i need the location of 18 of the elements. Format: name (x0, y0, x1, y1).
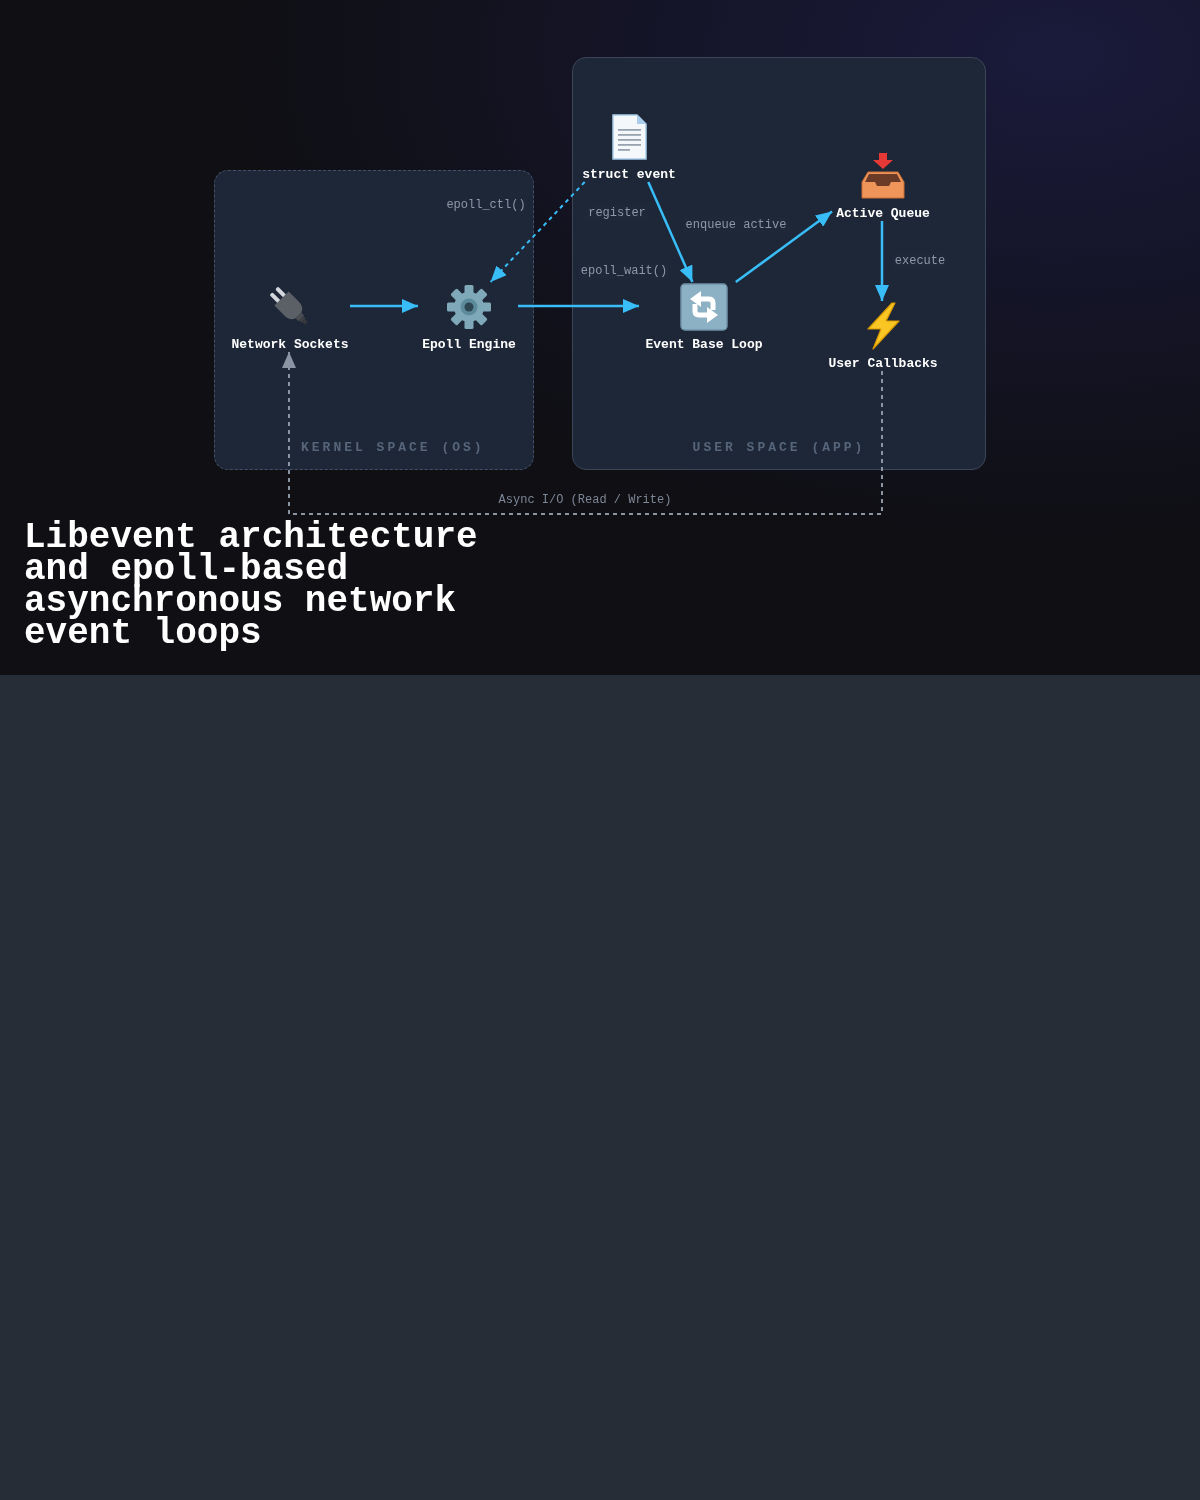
arrow (518, 299, 639, 313)
arrow (875, 221, 889, 301)
node-label: Network Sockets (231, 337, 349, 353)
region-panel (572, 57, 986, 470)
arrow (350, 299, 418, 313)
arrow (735, 210, 833, 283)
diagram-title: Libevent architecture and epoll-based asynchronous network event loops (24, 522, 479, 650)
dashed-arrow (282, 351, 883, 515)
arrow (647, 181, 694, 283)
node-label: Active Queue (836, 206, 930, 222)
node-label: Epoll Engine (422, 337, 516, 353)
node-label: User Callbacks (828, 356, 938, 372)
node-label: struct event (582, 167, 676, 183)
region-label: USER SPACE (APP) (692, 440, 866, 456)
dashed-arrow (489, 181, 586, 283)
node-label: Event Base Loop (645, 337, 763, 353)
dashed-region-panel (214, 170, 534, 470)
region-label: KERNEL SPACE (OS) (301, 440, 485, 456)
